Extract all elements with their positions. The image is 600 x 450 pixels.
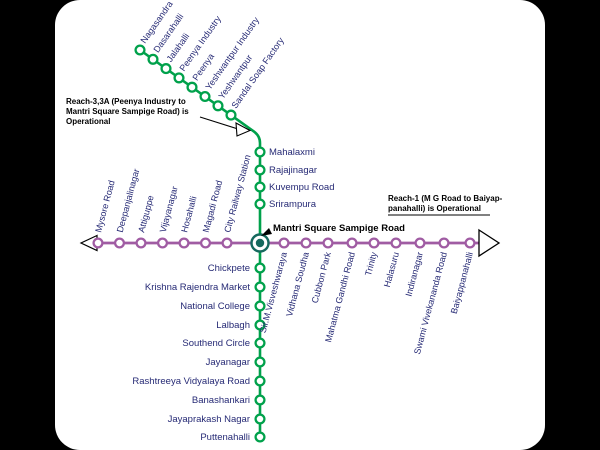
reach3-leader-line — [199, 116, 239, 130]
station-indiranagar — [414, 237, 426, 249]
station-label-jayaprakash-nagar: Jayaprakash Nagar — [168, 414, 250, 425]
station-yeshwantpur — [212, 100, 224, 112]
station-label-puttenahalli: Puttenahalli — [200, 432, 250, 443]
station-label-banashankari: Banashankari — [192, 395, 250, 406]
reach1-annotation-line: Reach-1 (M G Road to Baiyap- — [388, 194, 503, 203]
station-sir-m-visveshwaraya — [278, 237, 290, 249]
purple-line-right-arrow-icon — [478, 228, 501, 258]
station-jalahalli — [160, 63, 172, 75]
station-city-railway-station — [221, 237, 233, 249]
station-swami-vivekananda-road — [438, 237, 450, 249]
station-label-rashtreeya-vidyalaya-road: Rashtreeya Vidyalaya Road — [132, 376, 250, 387]
station-yeshwantpur-industry — [199, 90, 211, 103]
station-deepanjalinagar — [113, 237, 126, 249]
station-mahalaxmi — [254, 146, 266, 158]
station-label-jayanagar: Jayanagar — [206, 357, 250, 368]
station-rajajinagar — [254, 164, 266, 176]
station-southend-circle — [254, 337, 266, 349]
station-vijayanagar — [156, 237, 169, 249]
station-label-national-college: National College — [180, 301, 250, 312]
station-nagasandra — [134, 44, 146, 56]
reach3-annotation-line: Mantri Square Sampige Road) is — [66, 107, 189, 116]
station-baiyappanahalli — [464, 237, 476, 249]
station-puttenahalli — [254, 431, 266, 443]
station-label-lalbagh: Lalbagh — [216, 320, 250, 331]
station-attiguppe — [135, 237, 147, 249]
map-panel — [55, 0, 545, 450]
station-dasarahalli — [147, 53, 159, 65]
station-banashankari — [254, 394, 266, 406]
station-trinity — [368, 237, 380, 249]
station-cubbon-park — [322, 237, 334, 249]
station-chickpete — [254, 262, 266, 274]
station-mahatma-gandhi-road — [346, 237, 358, 249]
reach3-arrow-icon — [235, 122, 252, 137]
reach1-annotation-line: panahalli) is Operational — [388, 204, 481, 213]
station-jayanagar — [254, 356, 266, 368]
station-halasuru — [390, 237, 402, 249]
reach3-annotation-line: Operational — [66, 117, 110, 126]
station-krishna-rajendra-market — [254, 281, 266, 293]
station-peenya — [186, 81, 198, 93]
green-line — [139, 48, 262, 437]
station-magadi-road — [199, 237, 212, 249]
interchange-pointer-icon — [261, 228, 272, 236]
station-label-kuvempu-road: Kuvempu Road — [269, 182, 334, 193]
interchange-station-core — [255, 238, 265, 248]
station-peenya-industry — [173, 72, 185, 84]
station-label-srirampura: Srirampura — [269, 199, 317, 210]
station-hosahalli — [178, 237, 190, 249]
station-rashtreeya-vidyalaya-road — [254, 375, 266, 387]
station-kuvempu-road — [254, 181, 266, 193]
station-sandal-soap-factory — [225, 109, 237, 121]
station-national-college — [254, 300, 266, 312]
station-label-krishna-rajendra-market: Krishna Rajendra Market — [145, 282, 250, 293]
station-lalbagh — [254, 319, 266, 331]
station-label-mahalaxmi: Mahalaxmi — [269, 147, 315, 158]
station-mysore-road — [92, 237, 104, 249]
interchange-label: Mantri Square Sampige Road — [273, 223, 405, 234]
station-jayaprakash-nagar — [254, 413, 266, 425]
station-vidhana-soudha — [300, 237, 312, 249]
reach3-annotation-line: Reach-3,3A (Peenya Industry to — [66, 97, 186, 106]
station-srirampura — [254, 198, 266, 210]
station-label-southend-circle: Southend Circle — [182, 338, 250, 349]
station-label-rajajinagar: Rajajinagar — [269, 165, 317, 176]
station-label-chickpete: Chickpete — [208, 263, 250, 274]
